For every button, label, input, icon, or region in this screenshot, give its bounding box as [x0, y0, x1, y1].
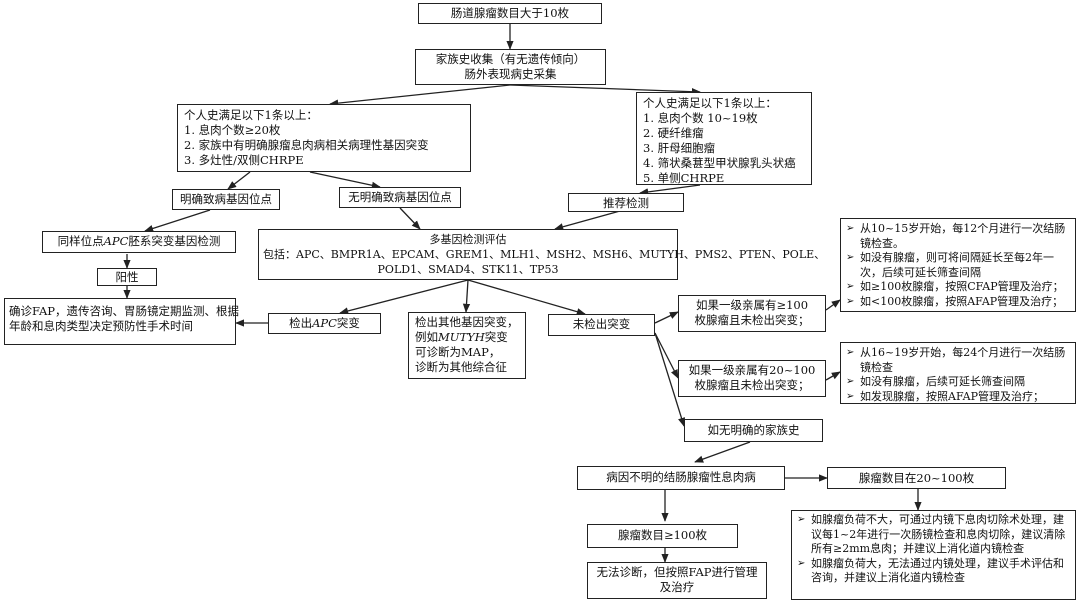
arrow-family-to-left [329, 84, 511, 107]
count-20-100-box: 腺瘤数目在20~100枚 [827, 467, 1006, 489]
other-gene-box: 检出其他基因突变， 例如MUTYH突变 可诊断为MAP， 诊断为其他综合征 [408, 312, 526, 379]
recommend-text: 推荐检测 [603, 196, 649, 210]
apc-detected-box: 检出APC突变 [268, 313, 381, 334]
arrow-left-to-known [227, 171, 251, 190]
unknown-locus-box: 无明确致病基因位点 [339, 187, 461, 208]
family-history-box: 家族史收集（有无遗传倾向） 肠外表现病史采集 [415, 49, 606, 85]
first-degree-20-100-box: 如果一级亲属有20~100 枚腺瘤且未检出突变； [678, 360, 826, 397]
burden-bullet-item: 如腺瘤负荷大，无法通过内镜处理，建议手术评估和咨询，并建议上消化道内镜检查 [797, 557, 1070, 586]
personal-left-item: 2. 家族中有明确腺瘤息肉病相关病理性基因突变 [184, 138, 429, 152]
multigene-line1: 包括：APC、BMPR1A、EPCAM、GREM1、MLH1、MSH2、MSH6… [263, 247, 825, 262]
start-box: 肠道腺瘤数目大于10枚 [418, 3, 602, 24]
arrow-20-100-to-bullets [825, 371, 841, 381]
arrow-known-to-same-locus [144, 209, 211, 232]
confirm-fap-line2: 年龄和息肉类型决定预防性手术时间 [9, 319, 193, 333]
bullet-20-100-item: 如发现腺瘤，按照AFAP管理及治疗； [846, 390, 1070, 405]
arrow-multigene-to-apc [339, 279, 469, 315]
recommend-box: 推荐检测 [568, 193, 684, 212]
other-gene-line2-post: 突变 [484, 330, 508, 344]
other-gene-line2-pre: 例如 [415, 330, 438, 344]
no-diagnosis-line1: 无法诊断，但按照FAP进行管理 [596, 565, 758, 579]
bullet-100-item: 如没有腺瘤，则可将间隔延长至每2年一次，后续可延长筛查间隔 [846, 251, 1070, 280]
burden-bullet-item: 如腺瘤负荷不大，可通过内镜下息肉切除术处理，建议每1~2年进行一次肠镜检查和息肉… [797, 513, 1070, 557]
same-locus-box: 同样位点APC胚系突变基因检测 [42, 231, 236, 253]
no-diagnosis-box: 无法诊断，但按照FAP进行管理 及治疗 [587, 562, 767, 599]
first-degree-100-line1: 如果一级亲属有≥100 [695, 298, 809, 312]
other-gene-line2-gene: MUTYH [438, 330, 485, 344]
multigene-box: 多基因检测评估 包括：APC、BMPR1A、EPCAM、GREM1、MLH1、M… [258, 229, 825, 280]
first-degree-20-100-line2: 枚腺瘤且未检出突变； [694, 378, 810, 392]
personal-left-item: 3. 多灶性/双侧CHRPE [184, 153, 304, 167]
bullet-100-item: 从10~15岁开始，每12个月进行一次结肠镜检查。 [846, 222, 1070, 251]
first-degree-100-line2: 枚腺瘤且未检出突变； [694, 313, 810, 327]
unknown-locus-text: 无明确致病基因位点 [348, 190, 452, 204]
confirm-fap-line1: 确诊FAP，遗传咨询、胃肠镜定期监测、根据 [9, 304, 240, 318]
bullet-20-100-item: 从16~19岁开始，每24个月进行一次结肠镜检查 [846, 346, 1070, 375]
bullets-20-100-box: 从16~19岁开始，每24个月进行一次结肠镜检查 如没有腺瘤，后续可延长筛查间隔… [840, 342, 1076, 404]
start-text: 肠道腺瘤数目大于10枚 [450, 6, 570, 20]
positive-text: 阳性 [115, 270, 139, 284]
personal-history-left-box: 个人史满足以下1条以上： 1. 息肉个数≥20枚 2. 家族中有明确腺瘤息肉病相… [177, 104, 471, 172]
no-family-box: 如无明确的家族史 [684, 419, 823, 442]
multigene-genes-line2: POLD1、SMAD4、STK11、TP53 [377, 263, 559, 276]
arrow-100-to-bullets [825, 299, 841, 311]
first-degree-100-box: 如果一级亲属有≥100 枚腺瘤且未检出突变； [678, 295, 826, 332]
count-20-100-text: 腺瘤数目在20~100枚 [858, 471, 975, 485]
bullet-20-100-item: 如没有腺瘤，后续可延长筛查间隔 [846, 375, 1070, 390]
no-mutation-text: 未检出突变 [572, 317, 631, 331]
personal-left-title: 个人史满足以下1条以上： [184, 108, 318, 122]
arrow-family-to-right [509, 84, 701, 96]
bullet-100-item: 如≥100枚腺瘤，按照CFAP管理及治疗； [846, 280, 1070, 295]
personal-history-right-box: 个人史满足以下1条以上： 1. 息肉个数 10~19枚 2. 硬纤维瘤 3. 肝… [636, 92, 812, 185]
personal-left-item: 1. 息肉个数≥20枚 [184, 123, 281, 137]
known-locus-text: 明确致病基因位点 [180, 192, 272, 206]
first-degree-20-100-line1: 如果一级亲属有20~100 [688, 363, 816, 377]
unknown-cause-box: 病因不明的结肠腺瘤性息肉病 [577, 466, 785, 490]
same-locus-apc: APC [103, 234, 129, 248]
arrow-unknown-to-multigene [399, 207, 421, 230]
personal-right-item: 5. 单侧CHRPE [643, 171, 725, 185]
personal-right-item: 2. 硬纤维瘤 [643, 126, 704, 140]
personal-right-item: 1. 息肉个数 10~19枚 [643, 111, 758, 125]
no-family-text: 如无明确的家族史 [707, 423, 800, 437]
apc-detected-post: 突变 [336, 316, 360, 330]
arrow-nomut-to-100 [654, 311, 679, 324]
arrow-nomut-to-nofamily [654, 332, 686, 427]
confirm-fap-box: 确诊FAP，遗传咨询、胃肠镜定期监测、根据 年龄和息肉类型决定预防性手术时间 [4, 298, 240, 345]
family-history-line2: 肠外表现病史采集 [464, 67, 557, 81]
personal-right-item: 4. 筛状桑葚型甲状腺乳头状癌 [643, 156, 796, 170]
arrow-recommend-to-multigene [554, 210, 621, 231]
positive-box: 阳性 [97, 268, 157, 286]
same-locus-pre: 同样位点 [57, 234, 104, 248]
multigene-genes-line1: 包括：APC、BMPR1A、EPCAM、GREM1、MLH1、MSH2、MSH6… [263, 248, 826, 261]
count-100-text: 腺瘤数目≥100枚 [617, 528, 708, 542]
burden-bullets-box: 如腺瘤负荷不大，可通过内镜下息肉切除术处理，建议每1~2年进行一次肠镜检查和息肉… [791, 510, 1076, 600]
no-mutation-box: 未检出突变 [548, 314, 655, 336]
apc-detected-pre: 检出 [289, 316, 313, 330]
multigene-title: 多基因检测评估 [429, 233, 507, 246]
other-gene-line4: 诊断为其他综合征 [415, 360, 507, 374]
personal-right-item: 3. 肝母细胞瘤 [643, 141, 716, 155]
other-gene-line1: 检出其他基因突变， [415, 315, 519, 329]
family-history-line1: 家族史收集（有无遗传倾向） [435, 52, 586, 66]
no-diagnosis-line2: 及治疗 [659, 580, 695, 594]
bullets-100-box: 从10~15岁开始，每12个月进行一次结肠镜检查。 如没有腺瘤，则可将间隔延长至… [840, 218, 1076, 312]
personal-right-title: 个人史满足以下1条以上： [643, 96, 777, 110]
other-gene-line3: 可诊断为MAP， [415, 345, 501, 359]
known-locus-box: 明确致病基因位点 [172, 189, 280, 210]
other-gene-line2: 例如MUTYH突变 [415, 330, 519, 345]
arrow-left-to-unknown [309, 171, 381, 189]
arrow-multigene-to-other [462, 279, 471, 313]
arrow-nomut-to-20-100 [654, 332, 679, 379]
unknown-cause-text: 病因不明的结肠腺瘤性息肉病 [606, 470, 756, 484]
same-locus-post: 胚系突变基因检测 [128, 234, 221, 248]
count-100-box: 腺瘤数目≥100枚 [587, 524, 738, 548]
arrow-right-to-recommend [639, 184, 701, 196]
arrow-multigene-to-nomut [467, 279, 586, 316]
apc-detected-apc: APC [312, 316, 337, 330]
arrow-nofamily-to-cause [694, 441, 751, 463]
bullet-100-item: 如<100枚腺瘤，按照AFAP管理及治疗； [846, 295, 1070, 310]
